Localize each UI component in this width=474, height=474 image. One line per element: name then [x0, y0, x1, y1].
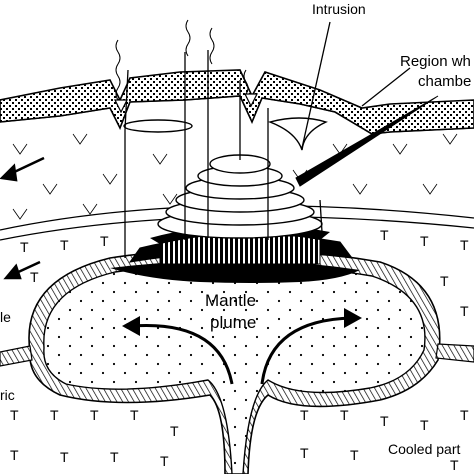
label-region-line2: chambe [418, 73, 471, 90]
t-mark: T [10, 407, 19, 423]
t-mark: T [110, 449, 119, 465]
surface-crust-layer [0, 69, 474, 135]
steam-wisps [115, 19, 249, 101]
v-mark [352, 183, 368, 195]
upper-crust-v-pattern [12, 133, 458, 220]
t-mark: T [10, 447, 19, 463]
t-mark: T [460, 407, 469, 423]
sill-left [123, 119, 193, 133]
underplated-magma [110, 260, 360, 283]
left-arrows [0, 156, 45, 280]
t-mark: T [440, 273, 449, 289]
label-intrusion: Intrusion [312, 1, 366, 17]
region-pointer-wedge [295, 95, 439, 187]
t-mark: T [90, 407, 99, 423]
label-left-cut2: ric [0, 387, 15, 403]
v-mark [102, 173, 118, 185]
v-mark [442, 133, 458, 145]
t-mark: T [450, 457, 459, 473]
t-mark: T [170, 423, 179, 439]
t-mark: T [350, 447, 359, 463]
v-mark [422, 183, 438, 195]
t-mark: T [340, 407, 349, 423]
t-mark: T [420, 417, 429, 433]
t-mark: T [130, 407, 139, 423]
magma-chamber-stack [157, 154, 323, 239]
t-mark: T [460, 303, 469, 319]
t-mark: T [420, 233, 429, 249]
t-mark: T [380, 227, 389, 243]
t-mark: T [380, 413, 389, 429]
v-mark [12, 143, 28, 155]
intrusion-funnel [267, 117, 328, 151]
label-left-cut: le [0, 309, 11, 325]
v-mark [82, 203, 98, 215]
t-mark: T [300, 445, 309, 461]
t-mark: T [460, 237, 469, 253]
label-plume: plume [210, 313, 256, 332]
v-mark [12, 208, 28, 220]
label-region-line1: Region wh [400, 53, 471, 70]
plume-flow-arrows [131, 316, 353, 385]
t-mark: T [300, 407, 309, 423]
v-mark [162, 193, 178, 205]
t-mark: T [20, 239, 29, 255]
label-mantle: Mantle [205, 291, 256, 310]
t-mark: T [100, 233, 109, 249]
v-mark [42, 183, 58, 195]
t-mark: T [60, 237, 69, 253]
v-mark [72, 133, 88, 145]
v-mark [152, 153, 168, 165]
t-mark: T [30, 269, 39, 285]
v-mark [392, 143, 408, 155]
t-mark: T [50, 407, 59, 423]
t-mark: T [60, 449, 69, 465]
label-cooled: Cooled part [388, 441, 460, 457]
t-mark: T [160, 453, 169, 469]
